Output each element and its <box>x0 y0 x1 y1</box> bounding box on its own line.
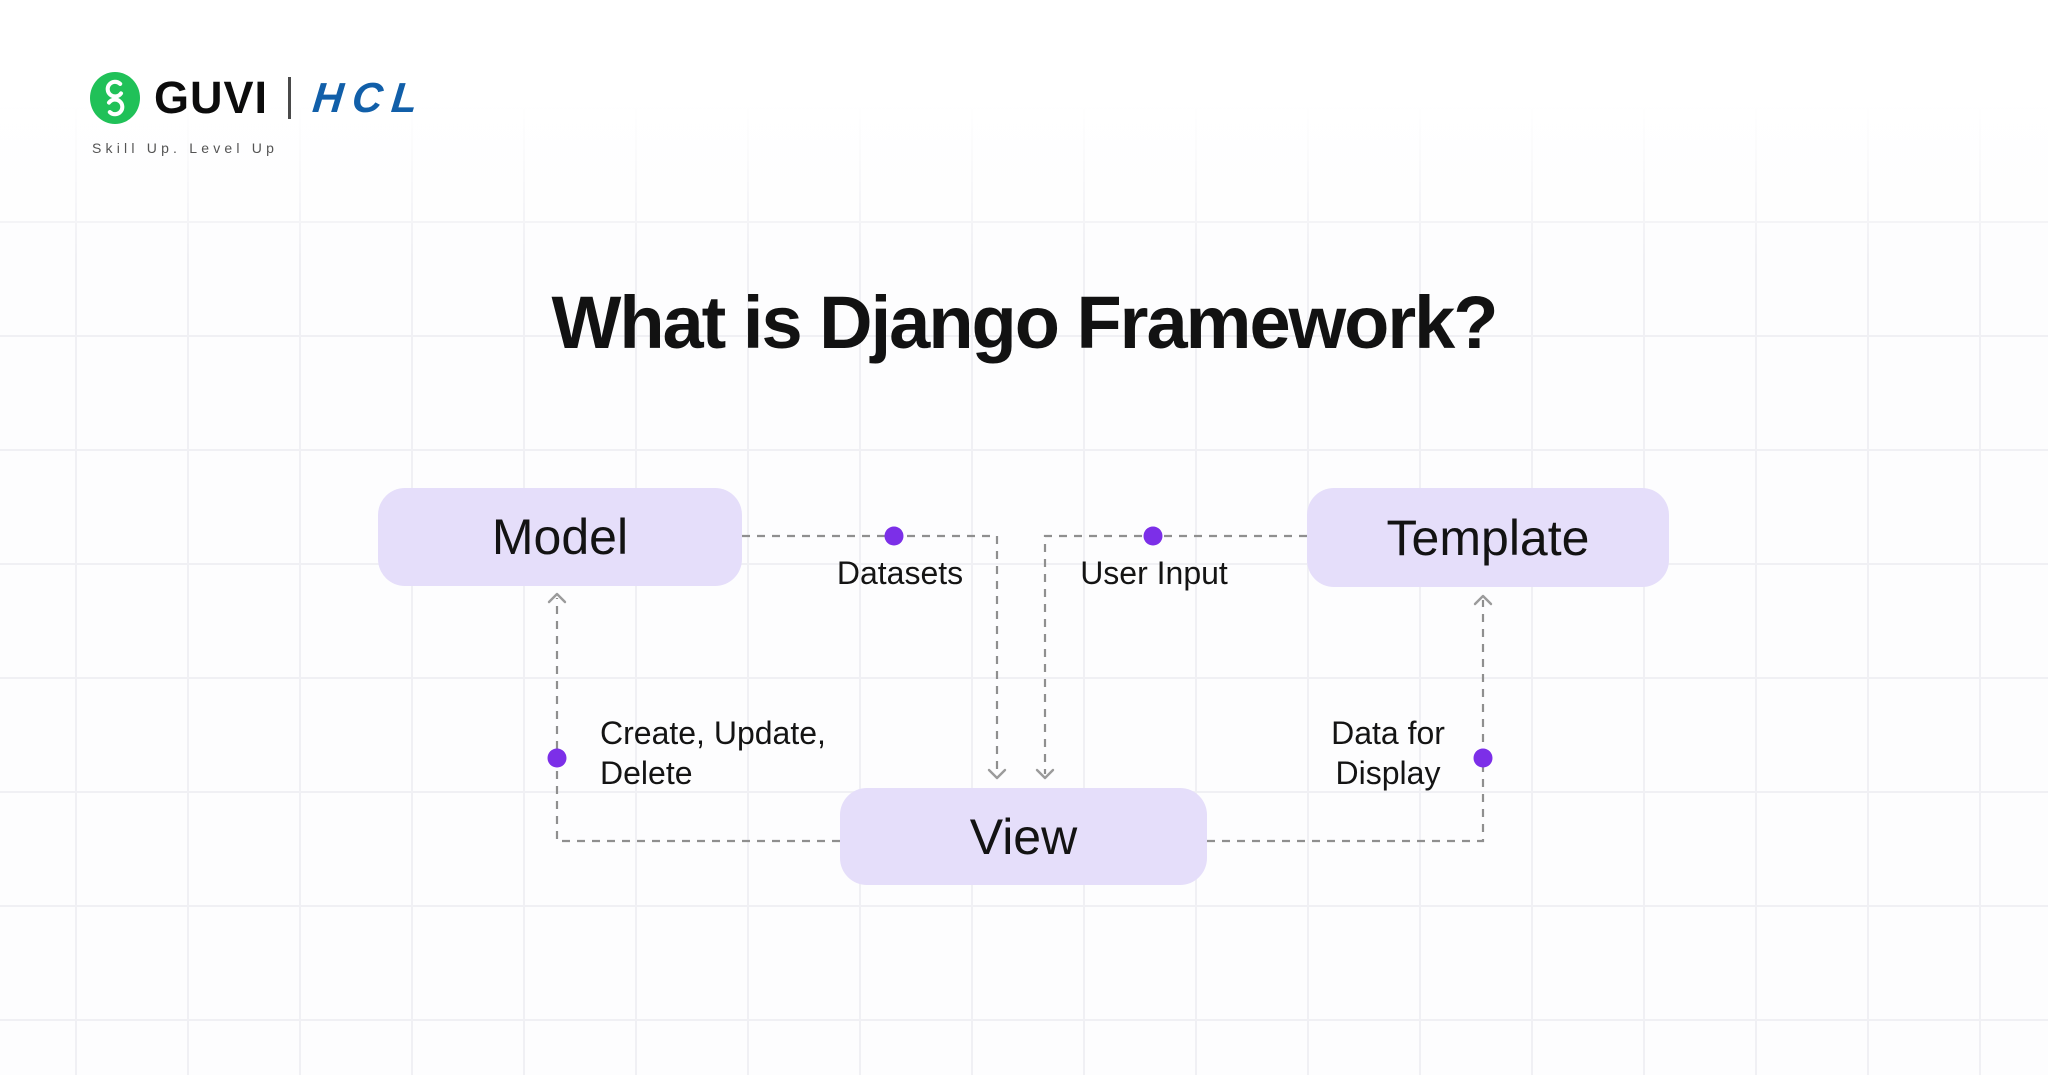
guvi-g-glyph <box>105 79 125 117</box>
guvi-wordmark: GUVI <box>154 72 269 123</box>
edge-dot <box>547 748 567 768</box>
hcl-wordmark: HCL <box>310 74 429 121</box>
edge-label-line: Display <box>1335 755 1441 791</box>
edge-dot <box>1143 526 1163 546</box>
edge-label-line: Datasets <box>836 555 964 591</box>
edge-label-user-input: User Input <box>1080 553 1228 593</box>
background-grid-fade <box>0 0 2048 260</box>
edge-label-line: Data for <box>1331 715 1445 751</box>
arrow-up-icon <box>1473 594 1493 606</box>
node-view: View <box>840 788 1207 885</box>
node-template-label: Template <box>1386 509 1590 566</box>
guvi-logo-icon <box>90 72 140 124</box>
edge-label-line: Delete <box>600 755 693 791</box>
brand-divider <box>288 77 292 119</box>
node-view-label: View <box>969 808 1078 865</box>
arrow-down-icon <box>1035 768 1055 780</box>
brand-logo-row: GUVI HCL <box>90 72 429 124</box>
brand-header: GUVI HCL Skill Up. Level Up <box>90 72 429 156</box>
arrow-up-icon <box>547 592 567 604</box>
page-title: What is Django Framework? <box>551 281 1498 364</box>
edge-label-datasets: Datasets <box>837 553 963 593</box>
edge-dot <box>1473 748 1493 768</box>
edge-label-create-update-delete: Create, Update, Delete <box>600 713 826 793</box>
node-model: Model <box>378 488 742 586</box>
brand-tagline: Skill Up. Level Up <box>92 140 279 156</box>
edge-label-line: Create, Update, <box>600 715 826 751</box>
arrow-down-icon <box>987 768 1007 780</box>
edge-label-line: User Input <box>1080 555 1228 591</box>
node-template: Template <box>1307 488 1669 587</box>
edge-dot <box>884 526 904 546</box>
node-model-label: Model <box>491 509 629 565</box>
edge-label-data-for-display: Data for Display <box>1331 713 1445 793</box>
